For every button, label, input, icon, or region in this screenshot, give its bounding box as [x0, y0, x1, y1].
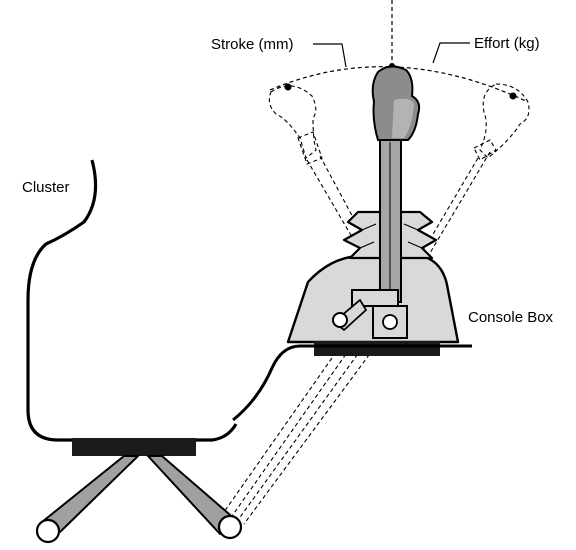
console-box-label: Console Box [468, 309, 554, 326]
effort-leader-line [432, 42, 470, 64]
cluster-mount-bar [72, 438, 196, 456]
cluster-label: Cluster [22, 179, 70, 196]
linkage-pivot-right [217, 514, 243, 540]
linkage-rods [223, 317, 387, 525]
arc-end-right-dot [509, 92, 517, 100]
linkage-pivot-left [35, 518, 61, 544]
right-ghost-knob [479, 83, 530, 159]
stroke-label: Stroke (mm) [211, 36, 294, 53]
left-ghost-knob [268, 85, 317, 159]
pivot-block-hole [382, 314, 398, 330]
left-ghost-shaft-b [319, 155, 392, 289]
effort-label: Effort (kg) [474, 35, 540, 52]
console-link-pivot [332, 312, 348, 328]
arc-end-left-dot [284, 83, 292, 91]
boot-pleats [359, 223, 423, 249]
cluster-outline [26, 159, 238, 442]
left-ghost-collar [297, 131, 323, 165]
console-mount-base [314, 341, 440, 356]
knob-highlight [392, 98, 414, 138]
linkage-arm-left [41, 455, 139, 533]
stroke-leader-line [313, 43, 347, 68]
floor-line [232, 344, 472, 422]
right-ghost-collar [473, 139, 497, 161]
